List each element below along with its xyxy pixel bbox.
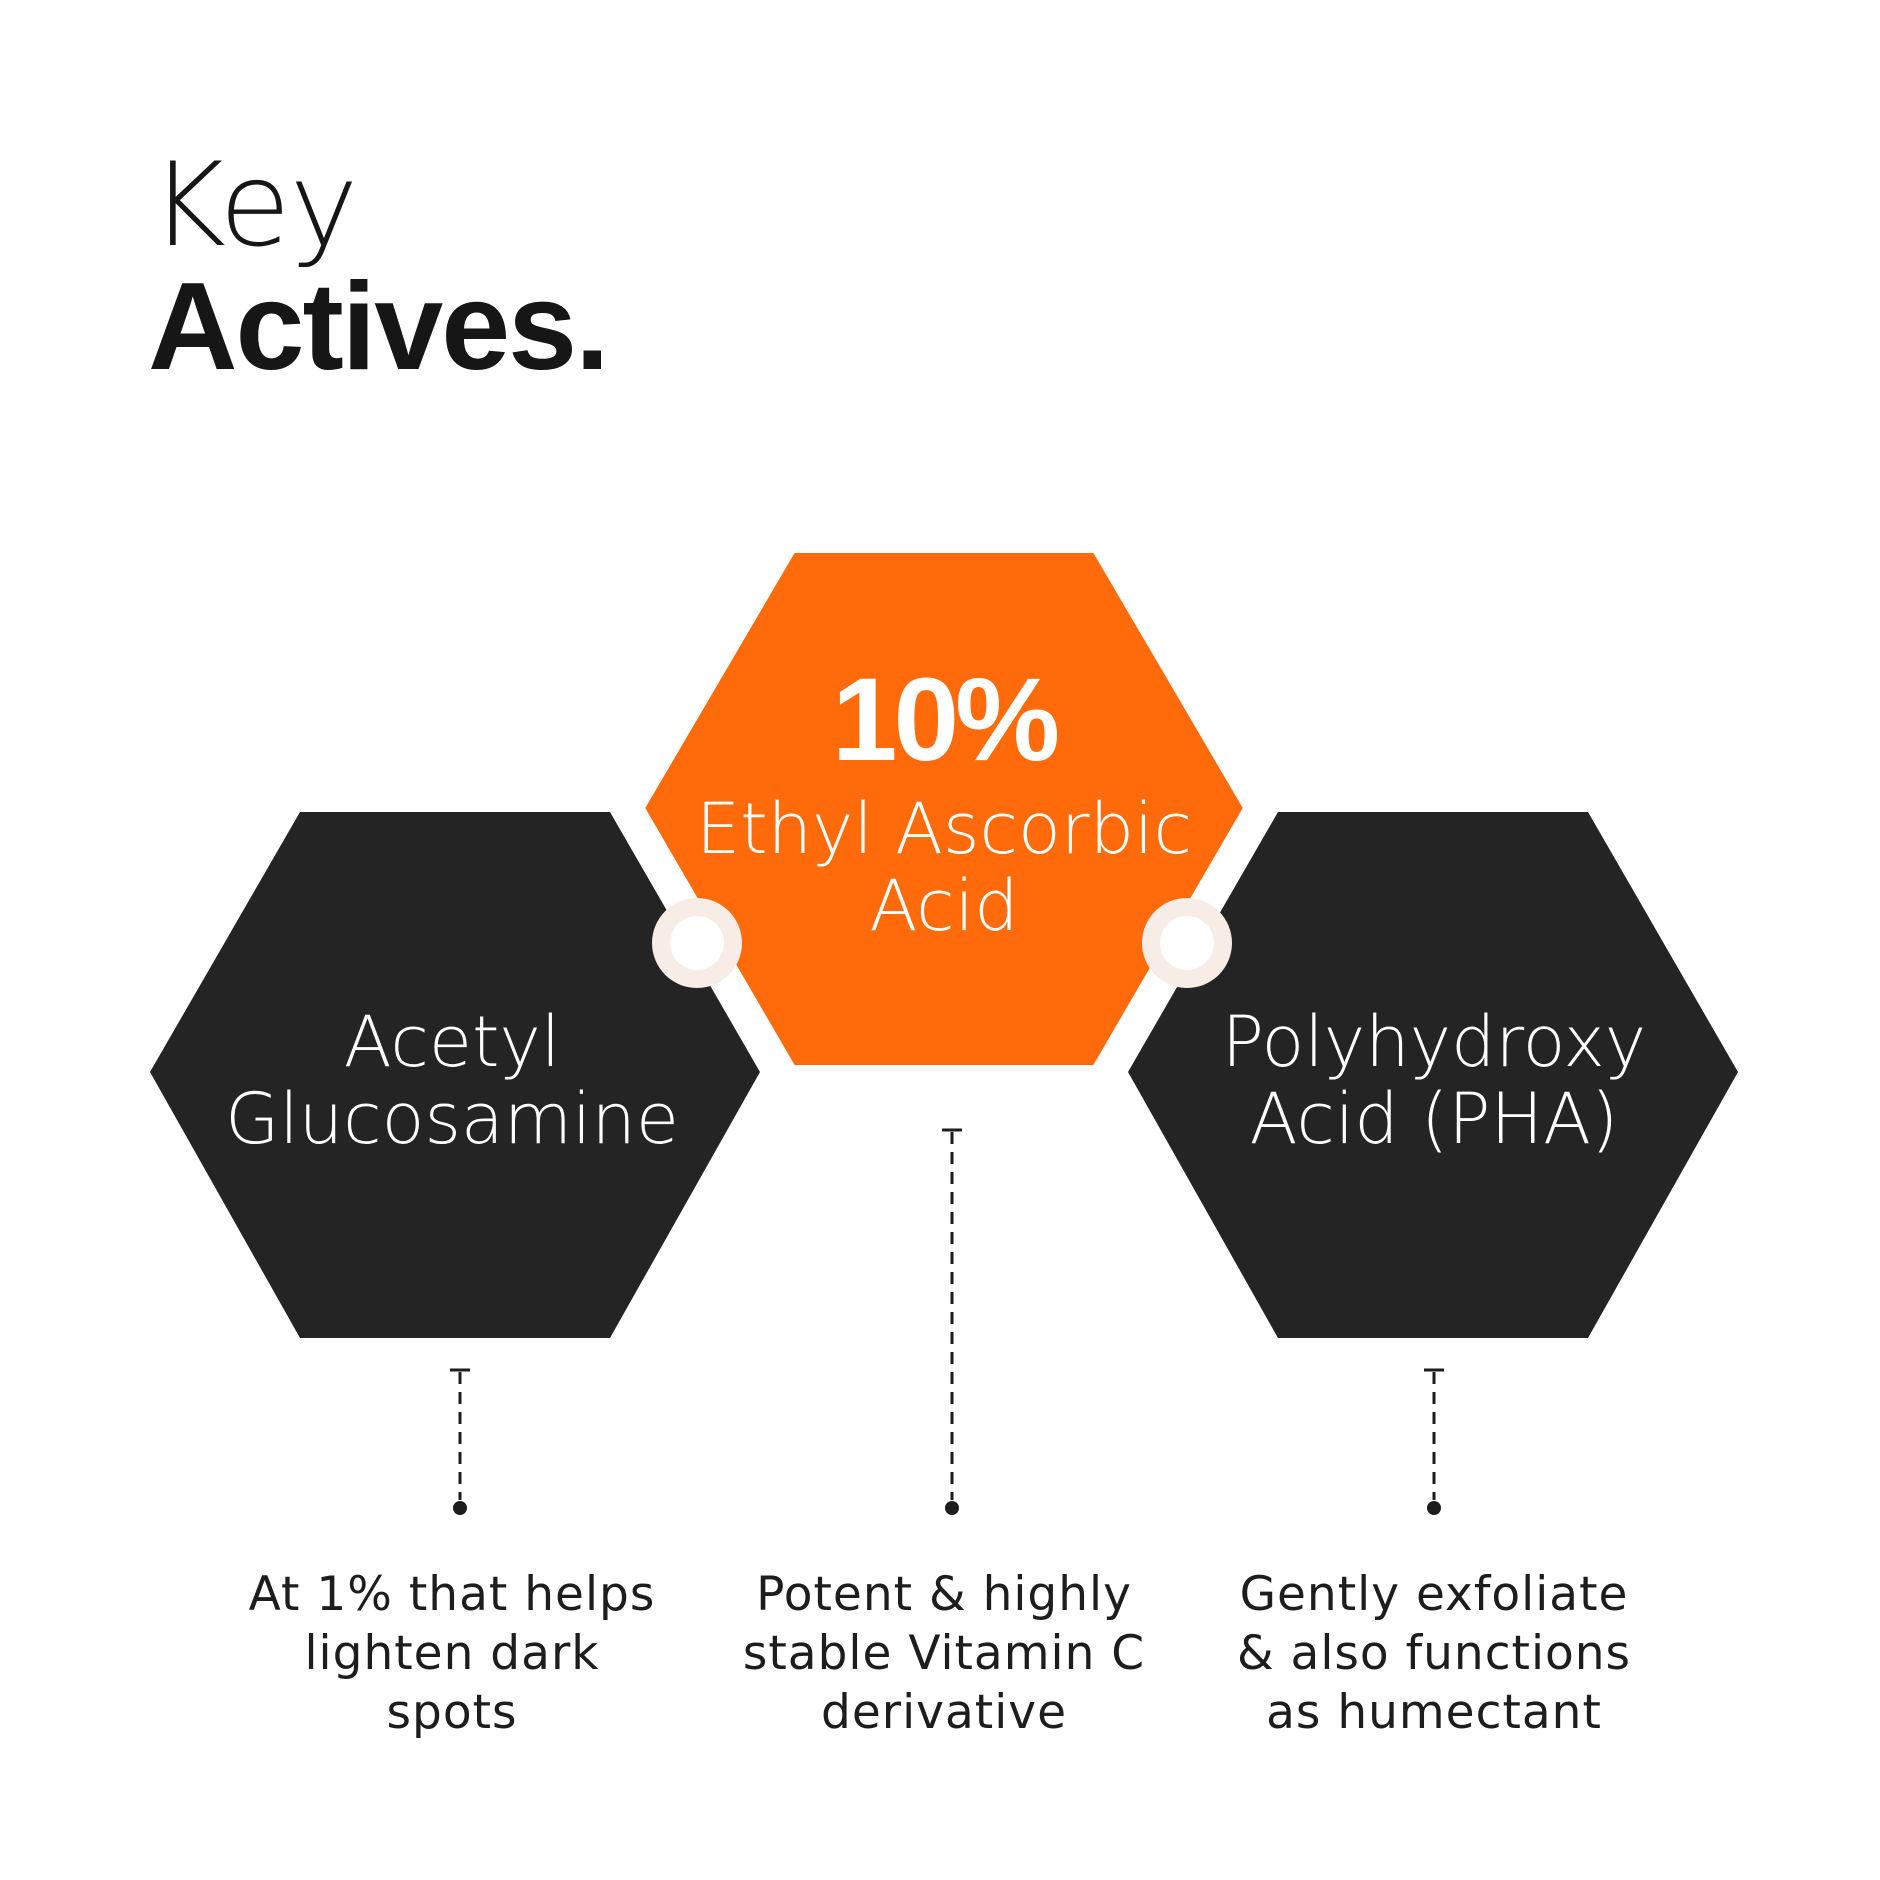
- title-key: Key: [150, 138, 358, 273]
- hexagon-polyhydroxy-acid: [1128, 812, 1738, 1338]
- right-name-line-1: Polyhydroxy: [1222, 1001, 1646, 1083]
- leader-line-center: [942, 1128, 962, 1515]
- title-actives: Actives.: [148, 258, 610, 396]
- connector-left: [652, 898, 742, 988]
- leader-line-right: [1424, 1368, 1444, 1515]
- leader-line-left: [450, 1368, 470, 1515]
- description-polyhydroxy-acid: Gently exfoliate & also functions as hum…: [1236, 1567, 1632, 1740]
- center-name-line-2: Acid: [869, 865, 1018, 947]
- connector-right: [1142, 898, 1232, 988]
- left-name-line-2: Glucosamine: [225, 1078, 679, 1160]
- left-name-line-1: Acetyl: [344, 1001, 561, 1083]
- center-name-line-1: Ethyl Ascorbic: [696, 788, 1192, 870]
- description-acetyl-glucosamine: At 1% that helps lighten dark spots: [248, 1567, 656, 1740]
- description-ethyl-ascorbic-acid: Potent & highly stable Vitamin C derivat…: [742, 1567, 1146, 1740]
- hexagon-ethyl-ascorbic-acid: [626, 537, 1262, 1081]
- right-name-line-2: Acid (PHA): [1250, 1078, 1619, 1160]
- percent-label: 10%: [832, 654, 1057, 786]
- hexagon-acetyl-glucosamine: [150, 812, 760, 1338]
